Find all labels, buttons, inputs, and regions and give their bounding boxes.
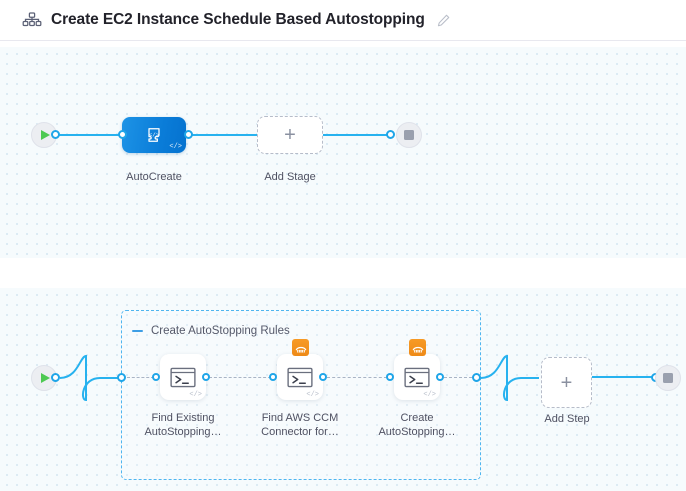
terminal-icon (170, 367, 196, 387)
custom-stage-code-icon: </> (148, 128, 160, 142)
step-code-badge: </> (306, 391, 319, 399)
step2-label-line2: Connector for… (261, 426, 339, 438)
add-stage-button[interactable]: + (257, 116, 323, 154)
stage-canvas[interactable]: </> </> AutoCreate + Add Stage (0, 47, 686, 258)
page-header: Create EC2 Instance Schedule Based Autos… (0, 0, 686, 41)
step2-left-dot[interactable] (269, 373, 277, 381)
step1-label-line2: AutoStopping… (144, 426, 222, 438)
stage-node-autocreate[interactable]: </> </> (122, 117, 186, 153)
add-stage-label: Add Stage (264, 171, 316, 183)
step-node-find-aws-ccm-connector[interactable]: </> (277, 339, 323, 400)
link-start-to-autocreate (50, 134, 122, 136)
plus-icon: + (284, 124, 296, 146)
step-node-create-autostopping[interactable]: </> (394, 339, 440, 400)
add-step-label: Add Step (544, 413, 590, 425)
step3-label-line2: AutoStopping… (378, 426, 456, 438)
aws-ccm-icon (292, 339, 309, 356)
group-entry-curly-connector (59, 354, 124, 402)
step3-right-dot[interactable] (436, 373, 444, 381)
step1-left-dot[interactable] (152, 373, 160, 381)
add-step-button[interactable]: + (541, 357, 592, 408)
step-start-connector-dot[interactable] (51, 373, 60, 382)
stage-node-label: AutoCreate (126, 171, 182, 183)
group-right-boundary-dot[interactable] (472, 373, 481, 382)
step3-label-line1: Create (400, 412, 434, 424)
stage-end-node[interactable] (396, 122, 422, 148)
terminal-icon (404, 367, 430, 387)
stage-node-right-dot[interactable] (184, 130, 193, 139)
step-end-node[interactable] (655, 365, 681, 391)
step1-right-dot[interactable] (202, 373, 210, 381)
link-step1-to-step2 (209, 377, 271, 378)
group-left-boundary-dot[interactable] (117, 373, 126, 382)
stop-icon (663, 373, 673, 383)
link-step3-to-groupend (444, 377, 472, 378)
stage-code-badge: </> (169, 143, 182, 151)
aws-ccm-icon (409, 339, 426, 356)
step2-label-line1: Find AWS CCM (261, 412, 339, 424)
page-title: Create EC2 Instance Schedule Based Autos… (51, 11, 425, 28)
link-addstage-to-end (322, 134, 390, 136)
step3-label: Create AutoStopping… (371, 411, 463, 439)
step2-label: Find AWS CCM Connector for… (254, 411, 346, 439)
step1-label-line1: Find Existing (151, 412, 215, 424)
stop-icon (404, 130, 414, 140)
link-groupstart-to-step1 (127, 377, 154, 378)
step-canvas[interactable]: Create AutoStopping Rules </> Find Exist… (0, 288, 686, 491)
step-code-badge: </> (423, 391, 436, 399)
step-code-badge: </> (189, 391, 202, 399)
stage-start-connector-dot[interactable] (51, 130, 60, 139)
link-addstep-to-end (592, 376, 655, 378)
step-node-find-existing-autostopping[interactable]: </> (160, 354, 206, 400)
group-exit-curly-connector (480, 354, 539, 402)
play-icon (41, 130, 50, 140)
link-step2-to-step3 (327, 377, 387, 378)
plus-icon: + (560, 371, 573, 394)
stage-end-connector-dot[interactable] (386, 130, 395, 139)
step-group-header[interactable]: Create AutoStopping Rules (132, 325, 290, 337)
stage-node-left-dot[interactable] (118, 130, 127, 139)
edit-pencil-icon[interactable] (436, 13, 451, 28)
pipeline-nodes-icon (22, 10, 42, 30)
minus-icon[interactable] (132, 330, 143, 332)
link-autocreate-to-addstage (188, 134, 258, 136)
step1-label: Find Existing AutoStopping… (137, 411, 229, 439)
play-icon (41, 373, 50, 383)
svg-text:</>: </> (149, 131, 160, 138)
step3-left-dot[interactable] (386, 373, 394, 381)
terminal-icon (287, 367, 313, 387)
step-group-label: Create AutoStopping Rules (151, 325, 290, 337)
step2-right-dot[interactable] (319, 373, 327, 381)
